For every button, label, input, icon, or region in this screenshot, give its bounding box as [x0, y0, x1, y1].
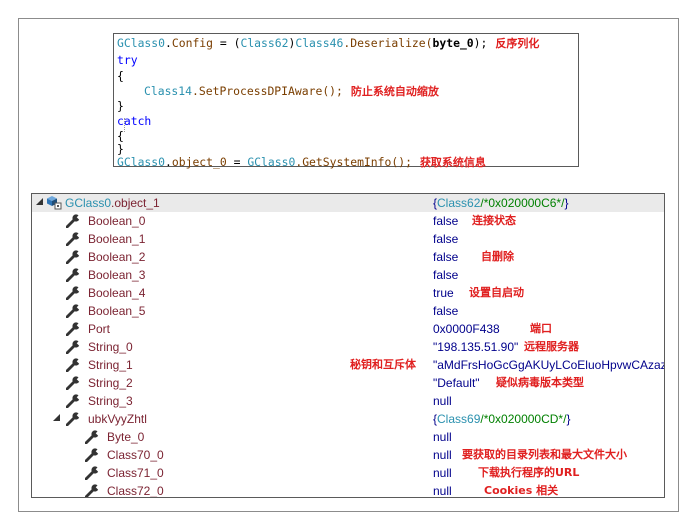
- tree-row-value: "aMdFrsHoGcGgAKUyLCoEluoHpvwCAzaz": [433, 358, 665, 372]
- tree-row[interactable]: Boolean_5 false: [32, 302, 664, 320]
- code-line-brace: }: [117, 142, 124, 156]
- code-line-catch: catch: [117, 114, 152, 128]
- wrench-icon: [66, 304, 81, 318]
- tree-row-name: Port: [88, 322, 111, 336]
- wrench-icon: [66, 412, 81, 426]
- tree-row-annotation: 自删除: [481, 250, 514, 263]
- tree-row-name: Boolean_2: [88, 250, 146, 264]
- object-icon: [47, 196, 62, 210]
- tree-row[interactable]: Boolean_1 false: [32, 230, 664, 248]
- tree-row-value: false: [433, 232, 459, 246]
- code-line-dpi: Class14.SetProcessDPIAware();防止系统自动缩放: [144, 84, 439, 98]
- tree-row-name: String_1: [88, 358, 133, 372]
- tree-row-value: false: [433, 214, 459, 228]
- tree-row-sub[interactable]: ubkVyyZhtl {Class69/*0x020000CD*/}: [32, 410, 664, 428]
- tree-row-value: false: [433, 304, 459, 318]
- tree-row-annotation: 疑似病毒版本类型: [496, 376, 584, 389]
- tree-row-value: null: [433, 466, 452, 480]
- tree-row-annotation: 连接状态: [472, 214, 516, 227]
- tree-row-name: String_3: [88, 394, 133, 408]
- tree-row[interactable]: Byte_0 null: [32, 428, 664, 446]
- tree-row-name: Class72_0: [107, 484, 164, 498]
- code-line-brace: {: [117, 69, 124, 83]
- tree-row-value: "198.135.51.90": [433, 340, 519, 354]
- tree-row[interactable]: Boolean_2 false 自删除: [32, 248, 664, 266]
- tree-row[interactable]: Boolean_0 false 连接状态: [32, 212, 664, 230]
- tree-row[interactable]: Class72_0 null Cookies 相关: [32, 482, 664, 498]
- wrench-icon: [66, 340, 81, 354]
- tree-row-value: true: [433, 286, 454, 300]
- tree-row-value: false: [433, 250, 459, 264]
- wrench-icon: [66, 232, 81, 246]
- tree-row[interactable]: String_3 null: [32, 392, 664, 410]
- tree-row-root[interactable]: GClass0.object_1 {Class62/*0x020000C6*/}: [32, 194, 664, 212]
- tree-row-value: 0x0000F438: [433, 322, 500, 336]
- tree-row-name: Class71_0: [107, 466, 164, 480]
- wrench-icon: [66, 286, 81, 300]
- tree-row-annotation: 设置自启动: [469, 286, 524, 299]
- tree-row-value: null: [433, 430, 452, 444]
- code-line-brace: }: [117, 99, 124, 113]
- wrench-icon: [85, 484, 100, 497]
- code-editor: GClass0.Config = (Class62)Class46.Deseri…: [113, 33, 579, 169]
- tree-row-annotation: 端口: [530, 322, 552, 335]
- tree-row-value: null: [433, 484, 452, 498]
- wrench-icon: [85, 430, 100, 444]
- wrench-icon: [85, 448, 100, 462]
- tree-row-name: String_0: [88, 340, 133, 354]
- wrench-icon: [66, 358, 81, 372]
- tree-row[interactable]: String_2 "Default" 疑似病毒版本类型: [32, 374, 664, 392]
- tree-row-name: ubkVyyZhtl: [88, 412, 147, 426]
- wrench-icon: [66, 394, 81, 408]
- tree-row-name: Boolean_1: [88, 232, 146, 246]
- tree-row[interactable]: Port 0x0000F438 端口: [32, 320, 664, 338]
- indent-guide: [124, 118, 125, 132]
- annotation-sysinfo: 获取系统信息: [419, 156, 486, 169]
- wrench-icon: [66, 268, 81, 282]
- tree-row-value: null: [433, 394, 452, 408]
- tree-row-name: Boolean_3: [88, 268, 146, 282]
- tree-row-value: {Class69/*0x020000CD*/}: [433, 412, 571, 426]
- expanded-arrow-icon[interactable]: [52, 413, 61, 422]
- tree-row-value: null: [433, 448, 452, 462]
- tree-row[interactable]: Boolean_3 false: [32, 266, 664, 284]
- tree-row-annotation: 下载执行程序的URL: [478, 466, 580, 479]
- tree-row-value: "Default": [433, 376, 480, 390]
- tree-row-name: Byte_0: [107, 430, 145, 444]
- code-line-try: try: [117, 53, 138, 67]
- tree-row-name: String_2: [88, 376, 133, 390]
- tree-row-name: Boolean_0: [88, 214, 146, 228]
- tree-row[interactable]: String_1 "aMdFrsHoGcGgAKUyLCoEluoHpvwCAza…: [32, 356, 664, 374]
- annotation-deserialize: 反序列化: [495, 37, 540, 50]
- tree-row-name: Boolean_5: [88, 304, 146, 318]
- code-line-sysinfo: GClass0.object_0 = GClass0.GetSystemInfo…: [117, 155, 486, 169]
- tree-row[interactable]: Class70_0 null 要获取的目录列表和最大文件大小: [32, 446, 664, 464]
- tree-row-value: {Class62/*0x020000C6*/}: [433, 196, 569, 210]
- wrench-icon: [66, 322, 81, 336]
- code-line-brace: {: [117, 129, 124, 143]
- tree-row-value: false: [433, 268, 459, 282]
- tree-row-name: Boolean_4: [88, 286, 146, 300]
- wrench-icon: [66, 214, 81, 228]
- wrench-icon: [85, 466, 100, 480]
- expanded-arrow-icon[interactable]: [35, 197, 44, 206]
- tree-row-annotation: 秘钥和互斥体: [350, 358, 416, 371]
- tree-row-name: Class70_0: [107, 448, 164, 462]
- wrench-icon: [66, 376, 81, 390]
- wrench-icon: [66, 250, 81, 264]
- tree-row[interactable]: Class71_0 null 下载执行程序的URL: [32, 464, 664, 482]
- tree-row-name: GClass0.object_1: [65, 196, 160, 210]
- tree-row[interactable]: Boolean_4 true 设置自启动: [32, 284, 664, 302]
- code-line-deserialize: GClass0.Config = (Class62)Class46.Deseri…: [117, 36, 540, 50]
- annotation-dpi: 防止系统自动缩放: [350, 85, 439, 98]
- tree-row-annotation: Cookies 相关: [484, 484, 559, 497]
- tree-row[interactable]: String_0 "198.135.51.90" 远程服务器: [32, 338, 664, 356]
- tree-row-annotation: 要获取的目录列表和最大文件大小: [462, 448, 627, 461]
- object-tree-view: GClass0.object_1 {Class62/*0x020000C6*/}…: [31, 193, 665, 498]
- tree-row-annotation: 远程服务器: [524, 340, 579, 353]
